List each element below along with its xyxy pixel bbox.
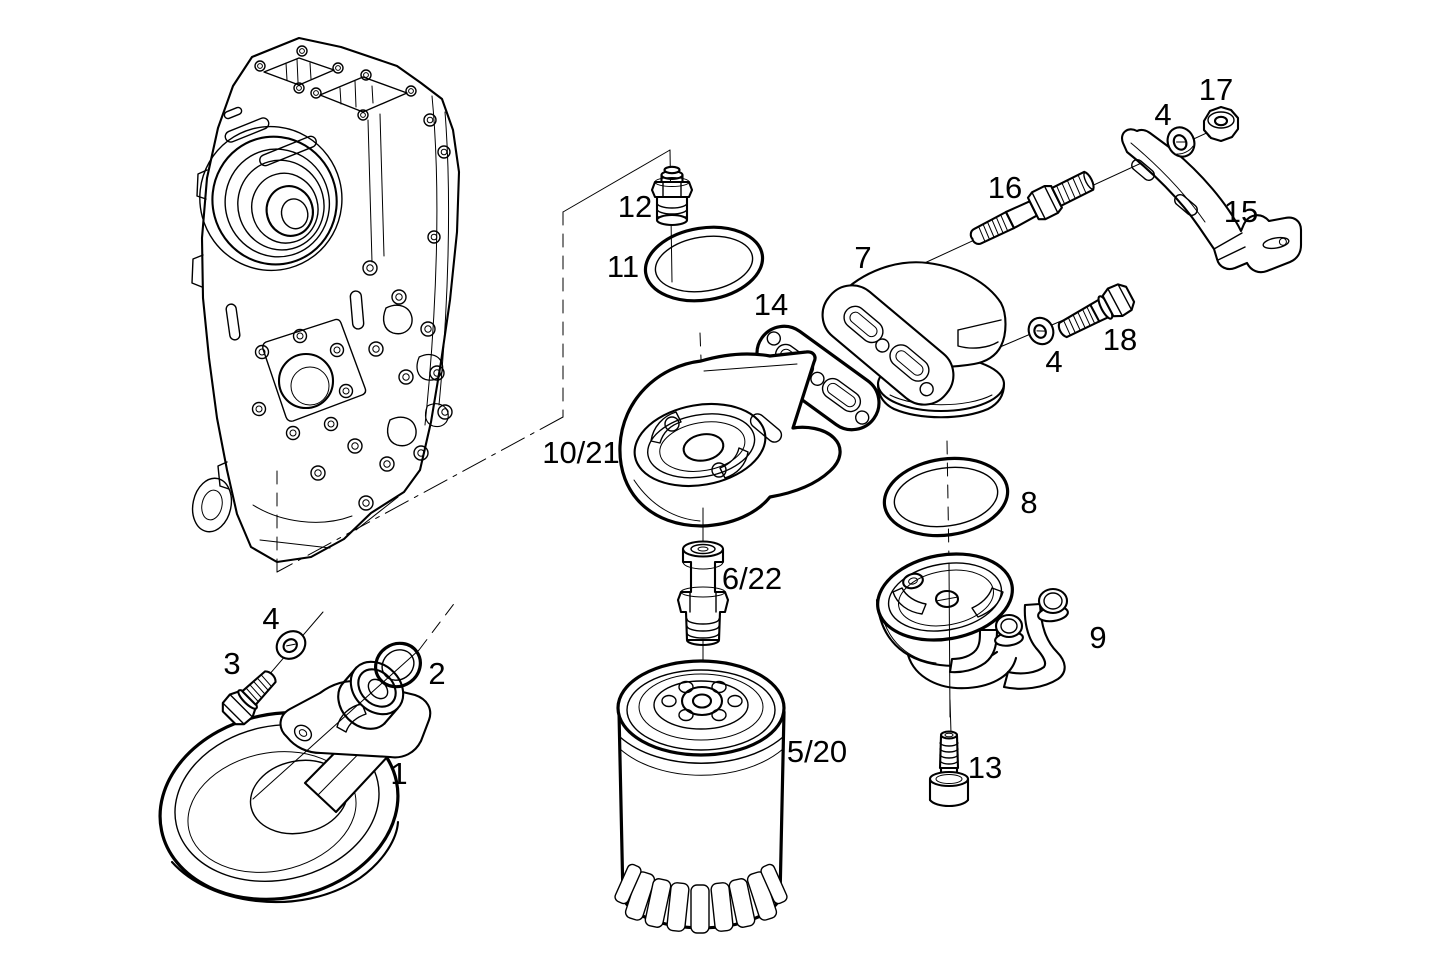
axis-cooler-solid <box>948 562 951 718</box>
leader-bolt13 <box>949 699 952 734</box>
callout-16: 16 <box>988 170 1022 205</box>
callout-3: 3 <box>223 646 240 681</box>
washer-4-right <box>1027 316 1055 346</box>
callout-labels: 1 2 3 4 5/20 6/22 7 8 9 10/21 11 12 13 1… <box>223 72 1258 791</box>
part-10-21-filter-head <box>618 350 842 528</box>
callout-12: 12 <box>618 189 652 224</box>
projection-lines <box>276 149 671 573</box>
axis-strainer-dashed <box>418 600 457 651</box>
part-11-o-ring <box>643 225 765 303</box>
part-1-strainer <box>158 660 432 904</box>
callout-11: 11 <box>607 249 639 284</box>
part-13-bolt <box>928 730 970 808</box>
washer-4-left <box>275 630 307 660</box>
part-9-oil-cooler <box>875 552 1069 690</box>
callout-15: 15 <box>1224 194 1258 229</box>
axis-head-dashed <box>699 332 704 411</box>
callout-9: 9 <box>1089 620 1106 655</box>
part-6-22-nipple <box>676 540 730 647</box>
axis-strainer <box>252 649 420 800</box>
part-15-bracket <box>1121 128 1303 274</box>
part-12-plug <box>650 165 694 227</box>
callout-7: 7 <box>854 240 871 275</box>
strainer-neck-base <box>337 681 386 730</box>
callout-17: 17 <box>1199 72 1233 107</box>
callout-14: 14 <box>754 287 788 322</box>
engine-block <box>191 36 461 564</box>
part-5-20-oil-filter <box>614 659 788 934</box>
part-7-flange <box>821 284 955 406</box>
callout-8: 8 <box>1020 485 1037 520</box>
bracket-foot-slot <box>1262 236 1290 250</box>
washer-4-top <box>1166 126 1196 158</box>
callout-5-20: 5/20 <box>787 734 847 769</box>
part-2-o-ring <box>374 641 422 689</box>
part-7-cover <box>821 261 1007 419</box>
callout-4-left: 4 <box>262 601 279 636</box>
block-bolt-bosses <box>251 113 453 511</box>
callout-13: 13 <box>968 750 1002 785</box>
callout-1: 1 <box>390 756 407 791</box>
part-18-bolt <box>1057 283 1136 339</box>
cooler-pipe-right <box>1002 602 1066 690</box>
callout-2: 2 <box>428 656 445 691</box>
part-8-o-ring <box>882 456 1010 538</box>
cooler-pipe-left <box>948 628 999 674</box>
part-3-bolt <box>221 670 277 726</box>
callout-6-22: 6/22 <box>722 561 782 596</box>
part-16-stud <box>969 170 1095 245</box>
callout-4-top: 4 <box>1154 97 1171 132</box>
part-17-nut <box>1202 105 1240 143</box>
callout-10-21: 10/21 <box>542 435 620 470</box>
callout-4-right: 4 <box>1045 344 1062 379</box>
callout-18: 18 <box>1103 322 1137 357</box>
